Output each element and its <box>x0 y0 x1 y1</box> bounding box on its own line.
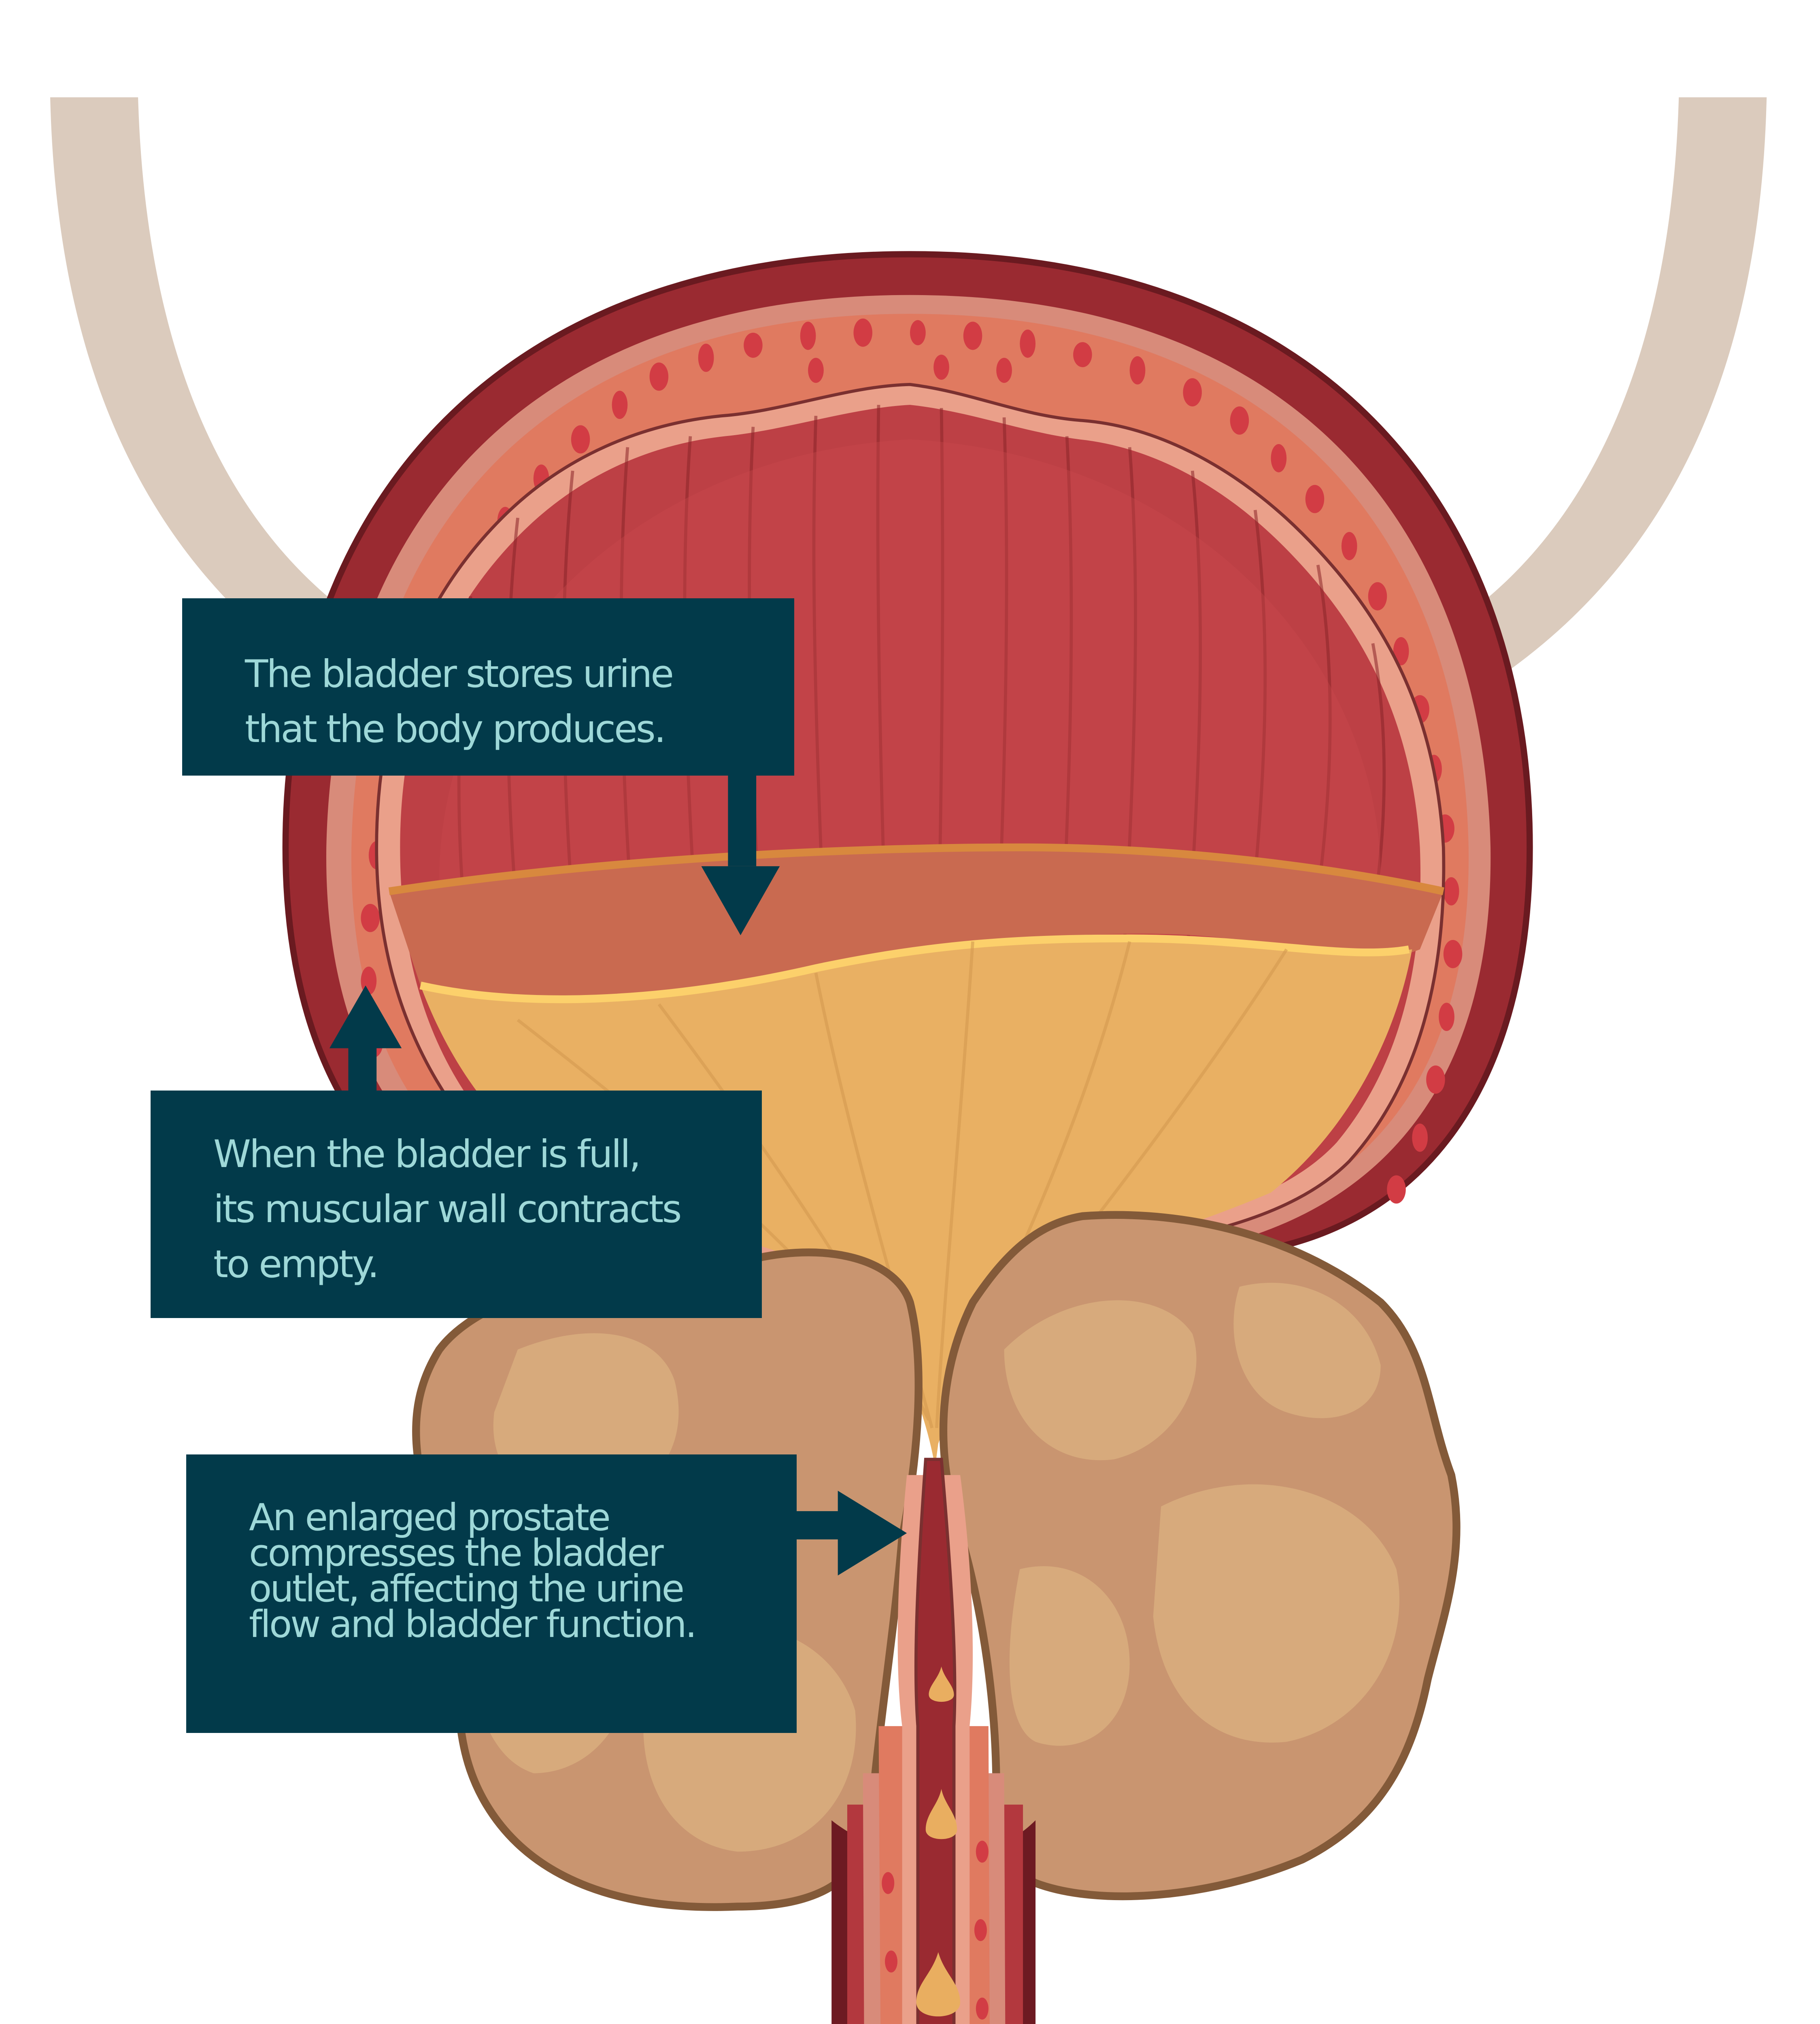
callout-bladder-full: When the bladder is full, its muscular w… <box>151 1091 762 1318</box>
callout-text-line: An enlarged prostate <box>249 1496 611 1539</box>
callout-text-line: outlet, affecting the urine <box>249 1567 685 1610</box>
callout-text-line: that the body produces. <box>245 707 666 751</box>
arrow-up-head-icon <box>329 985 402 1048</box>
callout-text-line: The bladder stores urine <box>245 652 674 696</box>
arrow-up-icon <box>348 1045 377 1093</box>
callout-text-line: its muscular wall contracts <box>213 1187 682 1231</box>
urine <box>388 843 1444 1467</box>
prostate <box>412 1211 1461 1911</box>
urine-droplets <box>916 1666 961 2017</box>
callout-text-line: to empty. <box>213 1242 379 1286</box>
callout-text-line: flow and bladder function. <box>249 1603 697 1646</box>
callout-arrows <box>329 772 907 1576</box>
callout-text-line: When the bladder is full, <box>213 1132 641 1176</box>
callout-text-line: compresses the bladder <box>249 1531 664 1575</box>
urethra <box>831 1458 1036 2024</box>
arrow-down-head-icon <box>701 866 780 935</box>
arrow-right-head-icon <box>838 1490 907 1576</box>
arrow-right-icon <box>794 1511 841 1539</box>
pelvic-band <box>50 97 1767 691</box>
callout-enlarged-prostate: An enlarged prostate compresses the blad… <box>186 1454 797 1733</box>
arrow-down-icon <box>728 772 757 866</box>
callout-bladder-stores: The bladder stores urine that the body p… <box>182 598 794 776</box>
